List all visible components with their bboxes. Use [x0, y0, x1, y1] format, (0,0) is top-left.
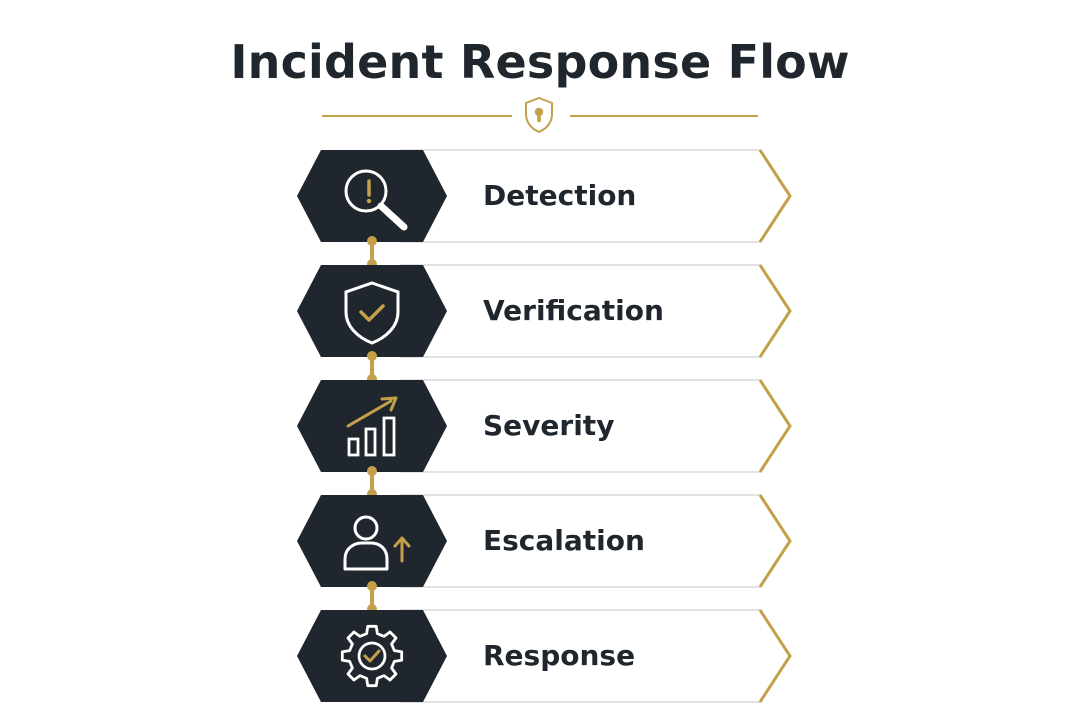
step-verification: Verification [0, 264, 1080, 358]
gear-check-icon [340, 624, 404, 688]
connector [367, 236, 377, 269]
connector [367, 351, 377, 384]
step-label: Severity [483, 409, 615, 442]
shield-keyhole-icon [525, 96, 553, 134]
step-detection: Detection [0, 149, 1080, 243]
connector [367, 466, 377, 499]
step-severity: Severity [0, 379, 1080, 473]
page-title: Incident Response Flow [230, 35, 850, 89]
step-response: Response [0, 609, 1080, 703]
bar-chart-trend-icon [346, 396, 398, 457]
magnifier-alert-icon [344, 169, 408, 231]
divider-line-left [322, 115, 512, 117]
step-label: Response [483, 639, 636, 672]
user-arrow-up-icon [343, 515, 411, 571]
shield-check-icon [344, 281, 400, 345]
step-escalation: Escalation [0, 494, 1080, 588]
step-label: Escalation [483, 524, 645, 557]
step-label: Detection [483, 179, 637, 212]
divider-line-right [570, 115, 758, 117]
connector [367, 581, 377, 614]
step-label: Verification [483, 294, 664, 327]
